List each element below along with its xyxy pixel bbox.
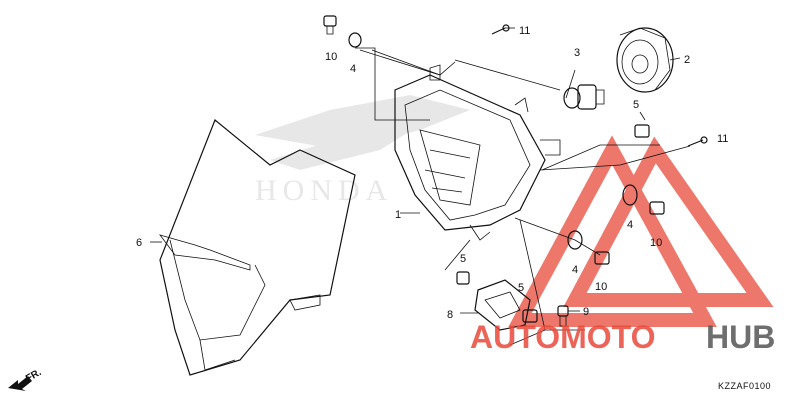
headlight-cowl xyxy=(158,119,356,376)
automotohub-text-part2: HUB xyxy=(706,319,775,355)
callout-3: 3 xyxy=(574,47,580,59)
automotohub-triangle-logo xyxy=(508,135,774,327)
callout-4-top: 4 xyxy=(350,63,356,75)
callout-4-lower: 4 xyxy=(572,264,578,276)
callout-labels: 1 2 3 4 4 4 5 5 5 6 8 9 10 10 10 11 11 xyxy=(136,25,728,321)
front-marker-text: FR. xyxy=(24,367,44,385)
headlight-bulb xyxy=(563,84,605,110)
leader-lines xyxy=(150,27,691,346)
honda-wing-watermark: HONDA xyxy=(255,95,470,207)
callout-5-right: 5 xyxy=(633,99,639,111)
dust-cover xyxy=(616,27,674,93)
callout-10-right: 10 xyxy=(650,237,662,249)
callout-11-right: 11 xyxy=(717,133,728,145)
callout-4-right: 4 xyxy=(627,219,633,231)
callout-2: 2 xyxy=(684,54,690,66)
front-arrow-icon xyxy=(8,376,32,391)
callout-5-lower: 5 xyxy=(518,282,524,294)
callout-5-left: 5 xyxy=(460,253,466,265)
automotohub-text-part1: AUTOMOTO xyxy=(470,319,655,355)
automotohub-wordmark: AUTOMOTO HUB xyxy=(470,319,775,355)
callout-6: 6 xyxy=(136,237,142,249)
headlight-unit xyxy=(394,64,561,241)
honda-watermark-text: HONDA xyxy=(255,174,393,207)
front-direction-marker: FR. xyxy=(8,367,44,391)
callout-8: 8 xyxy=(447,309,453,321)
hardware-parts xyxy=(323,15,708,331)
callout-10-lower: 10 xyxy=(595,281,607,293)
callout-11-top: 11 xyxy=(519,25,530,37)
callout-1: 1 xyxy=(395,209,401,221)
callout-10-top: 10 xyxy=(325,51,337,63)
diagram-code: KZZAF0100 xyxy=(718,381,771,391)
callout-9: 9 xyxy=(583,306,589,318)
